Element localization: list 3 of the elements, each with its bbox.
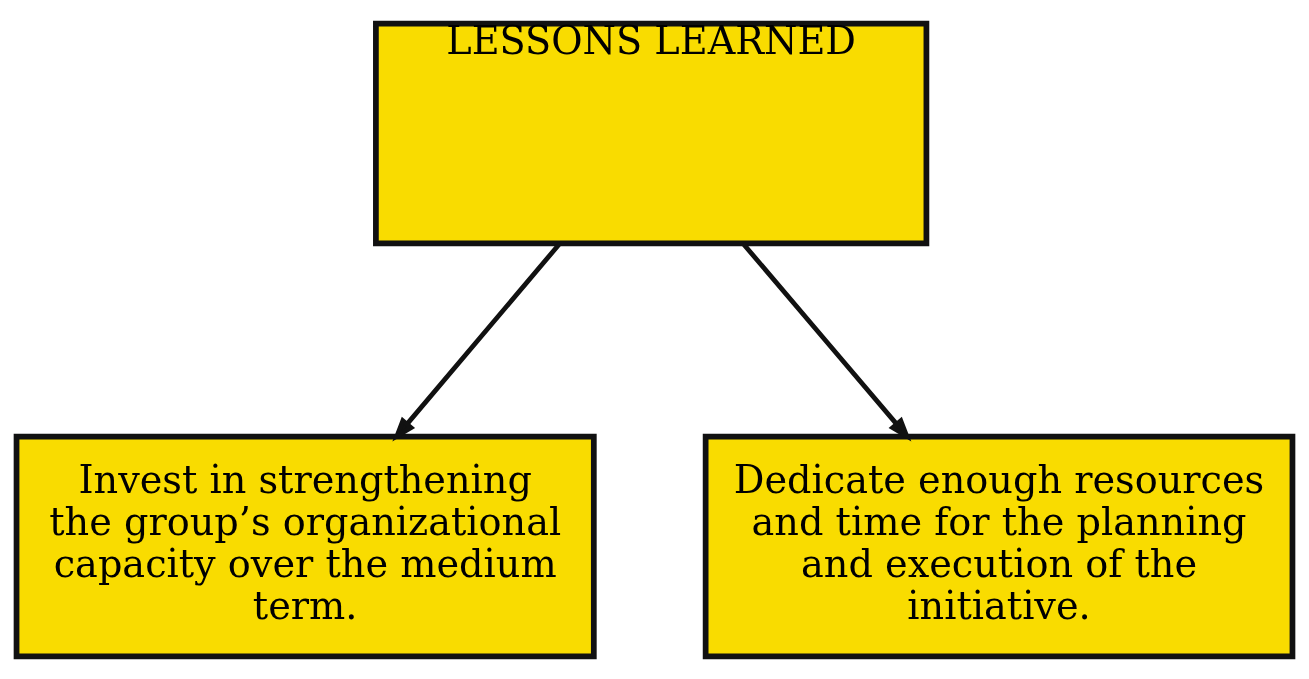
node-box: LESSONS LEARNED: [373, 20, 930, 246]
node-box: Invest in strengthening the group’s organizational capacity over the medium term.: [13, 433, 597, 659]
node-box: Dedicate enough resources and time for the planning and execution of the initiative.: [702, 433, 1296, 659]
